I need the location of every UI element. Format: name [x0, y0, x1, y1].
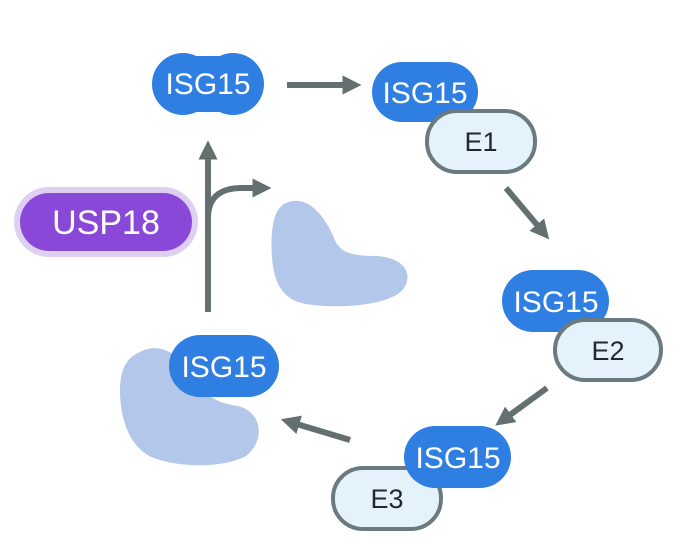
cycle-arrows [198, 75, 550, 443]
e2-complex: ISG15 E2 [502, 270, 663, 382]
e3-label: E3 [370, 484, 403, 514]
usp18-pill [20, 193, 192, 251]
e2-label: E2 [591, 336, 624, 366]
isg15-substrate-label: ISG15 [181, 351, 266, 384]
isg15-substrate-node: ISG15 [169, 335, 279, 397]
usp18-label: USP18 [52, 204, 160, 242]
arrow-substrate-release [205, 178, 272, 219]
isg15-e2-node: ISG15 [502, 270, 609, 332]
isg15-e1-label: ISG15 [382, 77, 467, 110]
e2-enzyme [553, 318, 663, 382]
usp18-badge: USP18 [14, 187, 198, 257]
e3-complex: E3 ISG15 [331, 426, 511, 531]
arrow-e2-to-e3 [495, 385, 549, 426]
arrow-e3-to-substrate [280, 415, 351, 443]
isg15-e3-label: ISG15 [415, 442, 500, 475]
e1-complex: ISG15 E1 [372, 62, 537, 174]
e1-label: E1 [464, 127, 497, 157]
isg15-e2-label: ISG15 [513, 286, 598, 319]
isg15-e1-node: ISG15 [372, 62, 478, 122]
e1-enzyme [425, 109, 537, 174]
e3-enzyme [331, 466, 443, 531]
arrow-e1-to-e2 [503, 186, 550, 240]
isg15-free-label: ISG15 [165, 68, 250, 101]
isg15-e3-node: ISG15 [404, 426, 511, 488]
conjugated-substrate-shape [120, 348, 259, 466]
isg15-free-node: ISG15 [152, 53, 264, 115]
released-substrate-shape [271, 200, 408, 307]
